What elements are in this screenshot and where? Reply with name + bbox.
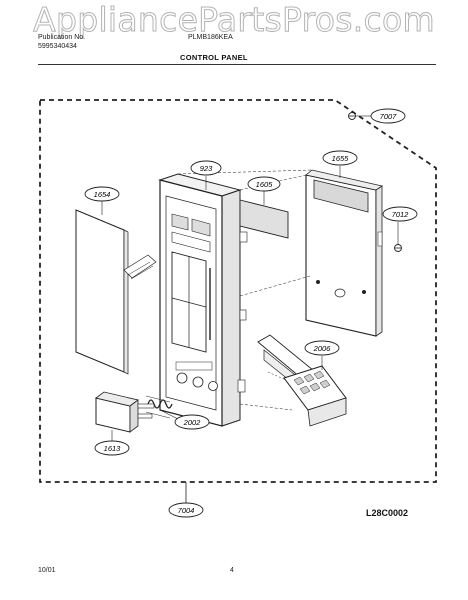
- screw-7012: [394, 222, 402, 252]
- svg-text:923: 923: [200, 164, 213, 173]
- watermark-text: AppliancePartsPros.com: [33, 0, 436, 40]
- callout-7007: 7007: [370, 108, 406, 124]
- diagram-code: L28C0002: [366, 508, 409, 518]
- callout-1655: 1655: [322, 150, 358, 166]
- footer-page-number: 4: [230, 567, 234, 574]
- latch-lever-2006: [257, 334, 347, 427]
- spring-2002: [145, 395, 181, 421]
- assembly-boundary: [39, 99, 437, 483]
- svg-text:2006: 2006: [313, 344, 332, 353]
- publication-number: 5995340434: [38, 43, 77, 50]
- footer-date: 10/01: [38, 567, 56, 574]
- callout-2002: 2002: [174, 414, 210, 430]
- callout-7012: 7012: [382, 206, 418, 222]
- model-number: PLMB186KEA: [188, 34, 233, 41]
- callout-1613: 1613: [94, 440, 130, 456]
- svg-text:1605: 1605: [256, 180, 274, 189]
- display-window-1605: [239, 190, 289, 239]
- control-board-1655: [305, 166, 383, 337]
- callout-1605: 1605: [247, 176, 281, 192]
- section-title: CONTROL PANEL: [180, 53, 248, 62]
- callout-923: 923: [190, 160, 222, 176]
- svg-text:2002: 2002: [183, 418, 202, 427]
- callout-2006: 2006: [304, 340, 340, 356]
- keypad-membrane-1654: [75, 200, 157, 375]
- callout-1654: 1654: [84, 186, 120, 202]
- publication-label: Publication No.: [38, 34, 86, 41]
- callout-7004: 7004: [168, 502, 204, 518]
- screw-7007: [348, 112, 372, 120]
- svg-text:7004: 7004: [178, 506, 195, 515]
- svg-text:1613: 1613: [104, 444, 122, 453]
- svg-text:7007: 7007: [380, 112, 398, 121]
- control-panel-frame-923: [158, 173, 248, 427]
- svg-text:1655: 1655: [332, 154, 350, 163]
- door-button-1613: [95, 391, 155, 442]
- header-rule: [38, 64, 436, 65]
- svg-text:1654: 1654: [94, 190, 111, 199]
- svg-text:7012: 7012: [392, 210, 410, 219]
